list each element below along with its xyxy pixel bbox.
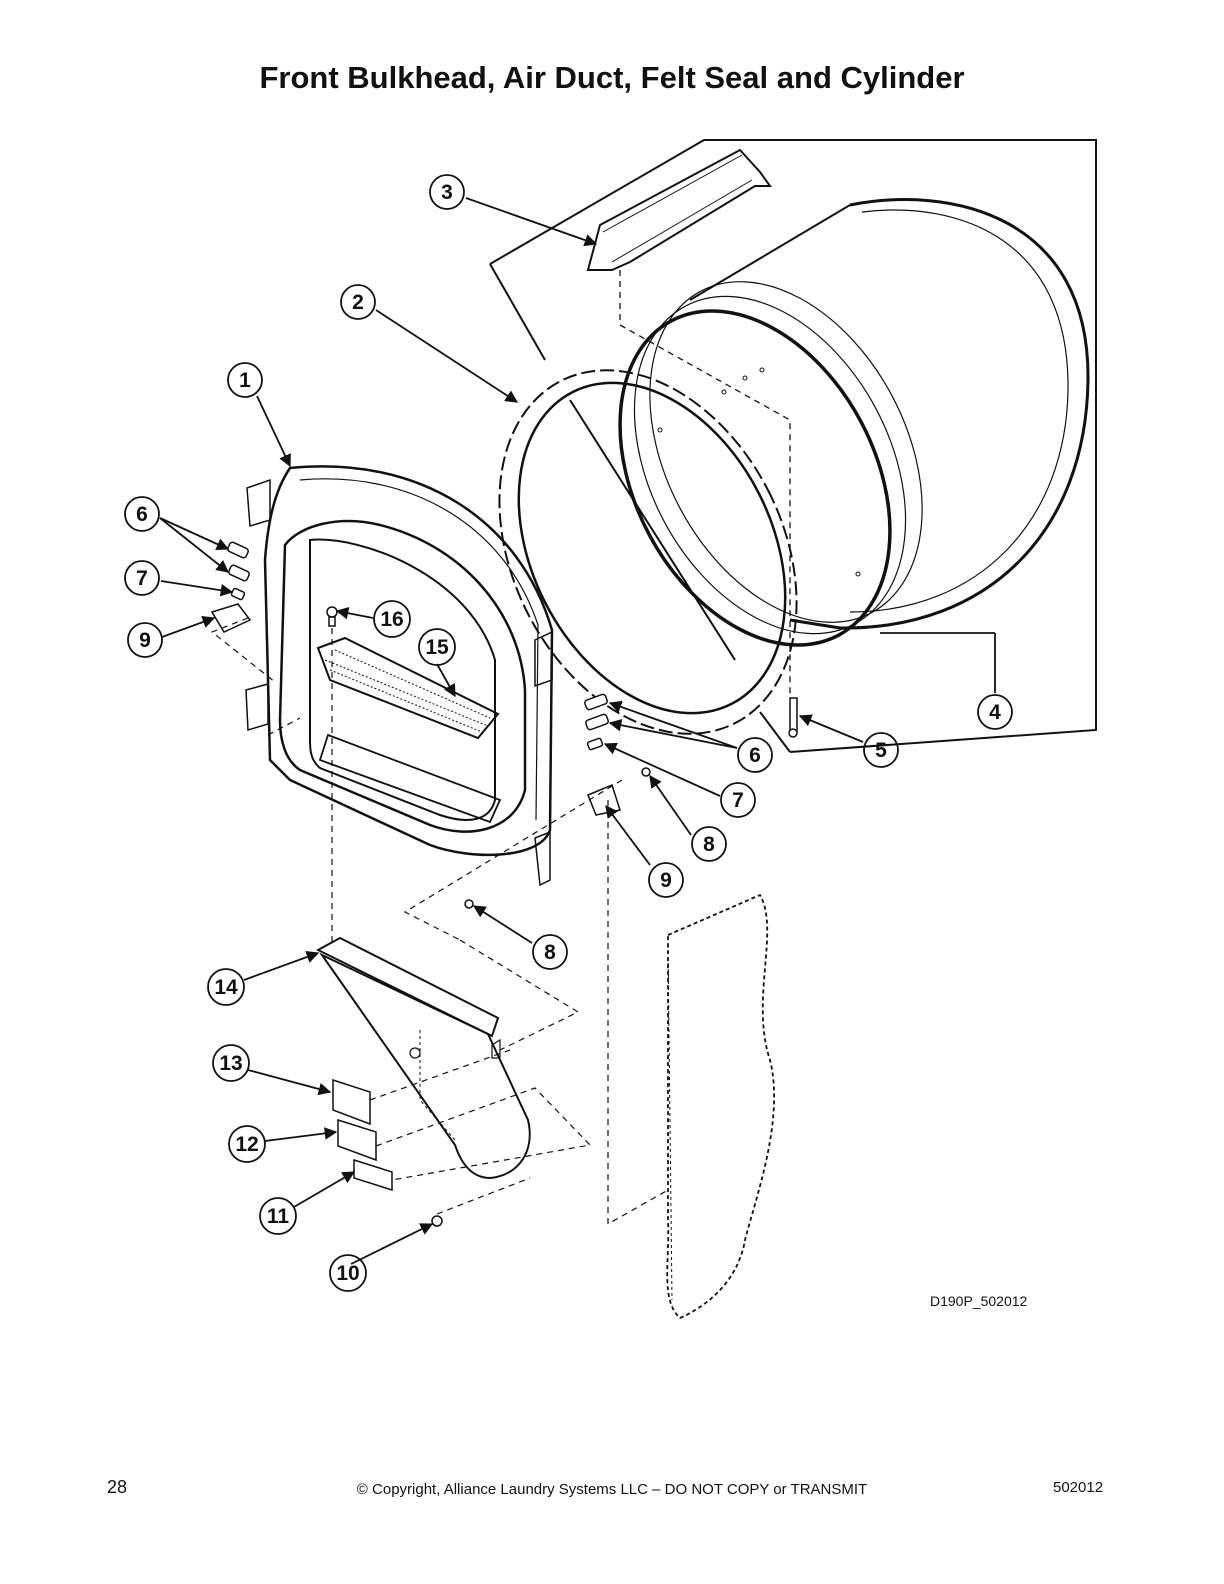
document-number: 502012 [1053,1479,1104,1496]
callouts [124,174,1013,1292]
callout-label-14: 14 [214,976,238,999]
callout-3 [429,174,465,210]
callout-10 [329,1254,367,1292]
callout-6b [737,737,773,773]
callout-6a [124,496,160,532]
callout-label-1: 1 [239,369,251,392]
callout-15 [418,628,456,666]
callout-16 [373,600,411,638]
callout-label-3: 3 [441,181,453,204]
callout-label-7a: 7 [136,567,148,590]
callout-9a [127,622,163,658]
page-title: Front Bulkhead, Air Duct, Felt Seal and … [259,60,965,95]
callout-label-9a: 9 [139,629,151,652]
callout-label-6b: 6 [749,744,761,767]
callout-7a [124,560,160,596]
callout-2 [340,284,376,320]
callout-7b [720,782,756,818]
callout-8a [691,826,727,862]
callout-12 [228,1125,266,1163]
page-number: 28 [107,1477,128,1497]
callout-label-4: 4 [989,701,1001,724]
felt-seal-ring [498,369,798,735]
front-panel-outline [666,893,775,1320]
cylinder-drum [618,198,1090,647]
front-panel-inner [667,944,673,1301]
air-duct [315,936,531,1180]
callout-label-11: 11 [267,1205,290,1228]
callout-13 [212,1044,250,1082]
screw-16 [326,606,338,627]
callout-label-15: 15 [425,636,449,659]
callout-label-13: 13 [219,1052,242,1075]
callout-label-8a: 8 [703,833,715,856]
callout-label-12: 12 [235,1133,258,1156]
callout-label-6a: 6 [136,503,148,526]
screw-5 [788,697,798,738]
duct-labels [332,1078,393,1192]
assembly-guide-lines [210,617,669,1226]
callout-label-10: 10 [336,1262,359,1285]
callout-label-8b: 8 [544,941,556,964]
cylinder-group-bracket [489,139,1097,753]
callout-1 [227,362,263,398]
callout-label-5: 5 [875,739,887,762]
callout-label-16: 16 [380,608,403,631]
callout-label-2: 2 [352,291,364,314]
lint-filter [316,636,500,740]
hinge-parts-left [210,541,252,633]
front-bulkhead [245,465,554,887]
callout-9b [648,862,684,898]
callout-8b [532,934,568,970]
callout-5 [863,732,899,768]
callout-4 [977,694,1013,730]
drawing-code: D190P_502012 [930,1293,1028,1309]
callout-14 [207,968,245,1006]
callout-11 [259,1197,297,1235]
callout-label-9b: 9 [660,869,672,892]
callout-label-7b: 7 [732,789,744,812]
copyright-notice: © Copyright, Alliance Laundry Systems LL… [356,1481,868,1498]
drum-baffle [586,148,772,271]
baffle-guide-line [619,270,791,695]
hinge-parts-right [431,693,651,1227]
